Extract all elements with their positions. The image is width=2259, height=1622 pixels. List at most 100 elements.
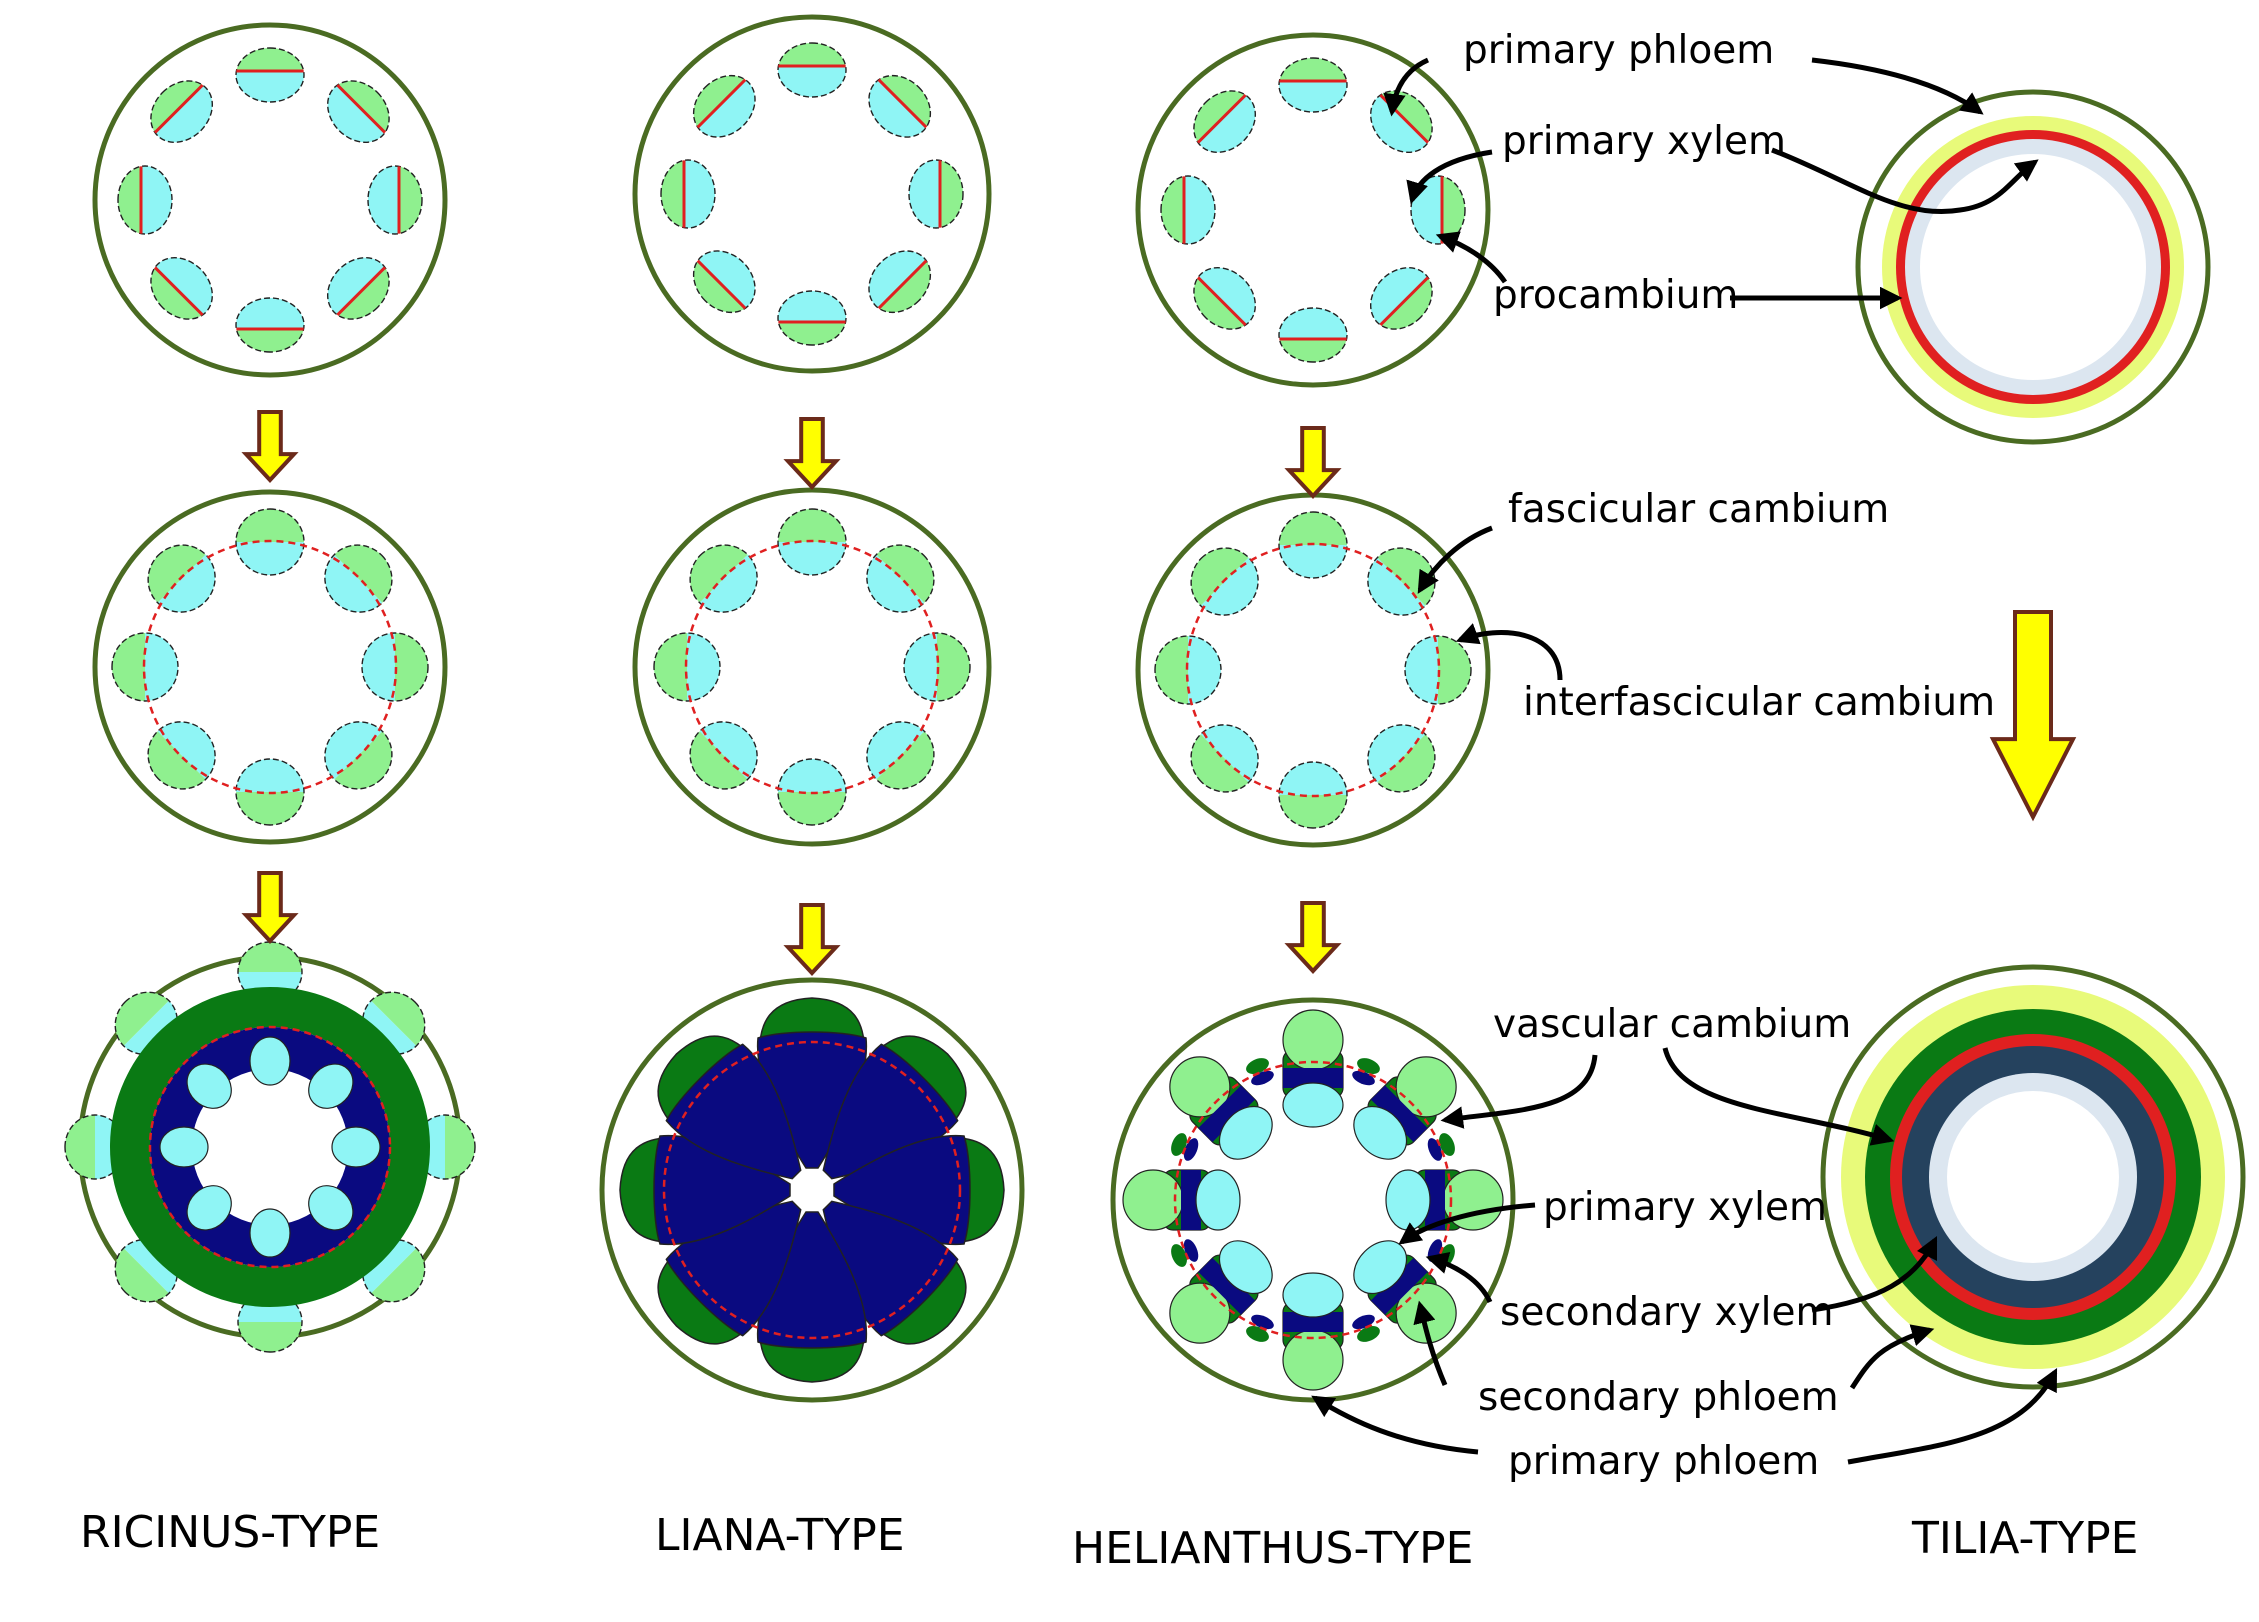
primary-xylem — [156, 708, 229, 781]
helianthus-cambium-stage — [1135, 492, 1491, 848]
bundle-edge — [150, 256, 214, 320]
fascicular-cambium — [336, 83, 387, 134]
bundle-edge — [1160, 175, 1216, 245]
bundle-edge — [868, 74, 932, 138]
fascicular-cambium — [696, 78, 747, 129]
secondary-phloem-ring — [110, 987, 430, 1307]
bundle-edge — [1278, 511, 1348, 579]
leader-primary-phloem-ring — [1811, 57, 1984, 115]
primary-xylem — [696, 78, 768, 150]
bundle-edge — [1193, 266, 1257, 330]
bundle-edge — [1190, 547, 1259, 616]
ricinus-primary — [92, 22, 448, 378]
arrow-liana-2 — [783, 903, 841, 976]
vascular-bundle — [853, 531, 948, 626]
vascular-bundle — [777, 758, 847, 826]
vascular-bundle — [311, 708, 406, 803]
vascular-bundle — [676, 708, 771, 803]
bundle-edge — [362, 991, 426, 1055]
bundle-edge — [414, 1114, 476, 1180]
fascicular-cambium — [1196, 276, 1247, 327]
title-liana-type: LIANA-TYPE — [655, 1510, 905, 1561]
bundle-edge — [324, 544, 393, 613]
vascular-bundle — [1353, 1240, 1457, 1344]
secondary-xylem — [1370, 1257, 1428, 1315]
leader-primary-phloem-top — [1383, 57, 1430, 117]
primary-phloem — [138, 265, 205, 332]
helianthus-secondary — [1110, 997, 1516, 1403]
primary-phloem — [877, 259, 943, 325]
primary-phloem — [138, 68, 205, 135]
primary-phloem — [134, 729, 208, 803]
bundle-edge — [1278, 761, 1348, 829]
label-primary-phloem-bottom: primary phloem — [1508, 1439, 1819, 1484]
leader-fascicular-cambium — [1417, 525, 1493, 594]
bundle-edge — [326, 256, 390, 320]
bundle-edge — [692, 250, 756, 314]
bundle-edge — [362, 1239, 426, 1303]
cambium-ring — [1173, 1060, 1453, 1340]
tilia-primary — [1855, 89, 2211, 445]
primary-phloem — [332, 729, 406, 803]
primary-phloem — [877, 63, 943, 129]
bundle-edge — [235, 47, 305, 103]
ricinus-secondary — [64, 941, 476, 1353]
bundle-edge — [64, 1114, 126, 1180]
vascular-bundle — [681, 63, 768, 150]
primary-xylem — [1199, 556, 1272, 629]
primary-xylem — [311, 708, 384, 781]
primary-xylem — [1358, 93, 1430, 165]
bundle-edge — [908, 159, 964, 229]
liana-cambium-stage — [632, 487, 992, 847]
leader-secondary-phloem-left — [1413, 1300, 1448, 1386]
primary-xylem — [856, 78, 928, 150]
title-helianthus-type: HELIANTHUS-TYPE — [1072, 1523, 1473, 1574]
primary-phloem — [1375, 732, 1449, 806]
ricinus-cambium-stage — [92, 489, 448, 845]
primary-phloem — [1378, 275, 1445, 342]
vascular-bundle — [315, 68, 402, 155]
secondary-xylem — [1251, 1314, 1274, 1330]
primary-phloem — [335, 265, 402, 332]
label-secondary-xylem: secondary xylem — [1500, 1290, 1833, 1335]
label-primary-xylem-bottom: primary xylem — [1543, 1185, 1827, 1230]
leader-primary-phloem-bottom-left — [1311, 1395, 1479, 1455]
primary-phloem — [399, 166, 422, 234]
bundle-edge — [147, 721, 216, 790]
secondary-xylem — [1283, 1068, 1343, 1088]
primary-xylem — [1196, 255, 1268, 327]
primary-phloem — [1442, 176, 1465, 244]
bundle-edge — [903, 632, 971, 702]
vascular-bundle — [138, 68, 225, 155]
cambium-ring — [142, 539, 398, 795]
bundle-edge — [326, 80, 390, 144]
primary-xylem — [1196, 93, 1268, 165]
primary-phloem — [1177, 534, 1251, 608]
primary-xylem — [236, 759, 304, 792]
label-interfascicular-cambium: interfascicular cambium — [1523, 680, 1995, 725]
primary-xylem — [249, 1208, 291, 1258]
primary-phloem — [1181, 275, 1248, 342]
vascular-bundle — [315, 245, 402, 332]
secondary-xylem — [1198, 1257, 1256, 1315]
secondary-xylem — [1198, 1085, 1256, 1143]
primary-phloem — [445, 1115, 475, 1179]
fascicular-cambium — [696, 259, 747, 310]
bundle-edge — [114, 991, 178, 1055]
fascicular-cambium — [877, 78, 928, 129]
primary-phloem — [681, 259, 747, 325]
primary-phloem — [1161, 176, 1184, 244]
bundle-edge — [114, 1239, 178, 1303]
primary-xylem — [331, 1126, 381, 1168]
primary-xylem — [315, 83, 387, 155]
vascular-cambium-ring — [148, 1025, 392, 1269]
primary-phloem — [1177, 732, 1251, 806]
bundle-edge — [777, 508, 847, 576]
pith — [1947, 1091, 2119, 1263]
vascular-bundle — [235, 508, 305, 576]
leader-interfascicular-cambium — [1455, 623, 1563, 681]
fascicular-cambium — [1379, 276, 1430, 327]
primary-xylem — [1358, 255, 1430, 327]
label-primary-phloem-top: primary phloem — [1463, 28, 1774, 73]
